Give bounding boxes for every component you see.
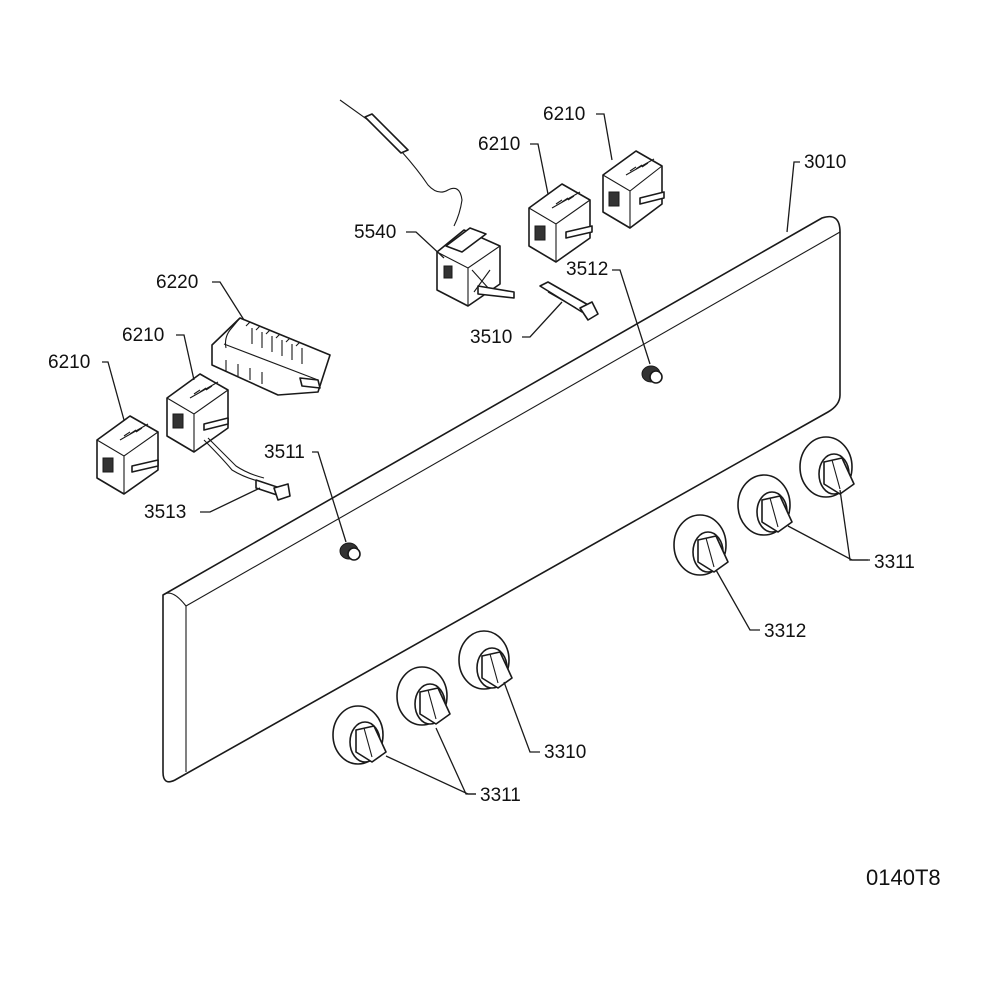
label-6210-left: 6210	[122, 325, 164, 346]
label-6210-far-left: 6210	[48, 352, 90, 373]
knob-left-3	[458, 630, 513, 690]
knob-left-1	[332, 705, 387, 765]
label-5540: 5540	[354, 222, 396, 243]
knob-left-2	[396, 666, 451, 726]
drawing-code: 0140T8	[866, 865, 941, 890]
knob-right-2	[737, 474, 793, 536]
thermostat-5540	[339, 99, 515, 307]
label-3312: 3312	[764, 621, 806, 642]
knob-right-3	[799, 436, 855, 498]
label-6220: 6220	[156, 272, 198, 293]
energy-regulator-6210-center	[528, 183, 593, 263]
label-6210-center: 6210	[478, 134, 520, 155]
lamp-holder-3513	[203, 437, 291, 501]
energy-regulator-6210-far-left	[96, 415, 159, 495]
energy-regulator-6210-right	[602, 150, 665, 229]
leader-lines	[102, 113, 870, 795]
callout-labels: 6210 6210 3010 5540 3512 6220 3510 6210 …	[48, 104, 941, 890]
energy-regulator-6210-left	[166, 373, 229, 453]
label-3310: 3310	[544, 742, 586, 763]
lamp-holder-3510	[539, 281, 599, 321]
label-3513: 3513	[144, 502, 186, 523]
label-3311-left: 3311	[480, 785, 521, 806]
label-3010: 3010	[804, 152, 846, 173]
control-panel-3010	[162, 215, 841, 783]
label-3510: 3510	[470, 327, 512, 348]
indicator-lamp-3511	[339, 542, 361, 561]
label-6210-right: 6210	[543, 104, 585, 125]
selector-switch-6220	[211, 317, 331, 396]
indicator-lamp-3512	[641, 365, 663, 384]
label-3311-right: 3311	[874, 552, 915, 573]
knob-right-1	[673, 514, 729, 576]
label-3512: 3512	[566, 259, 608, 280]
label-3511: 3511	[264, 442, 305, 463]
